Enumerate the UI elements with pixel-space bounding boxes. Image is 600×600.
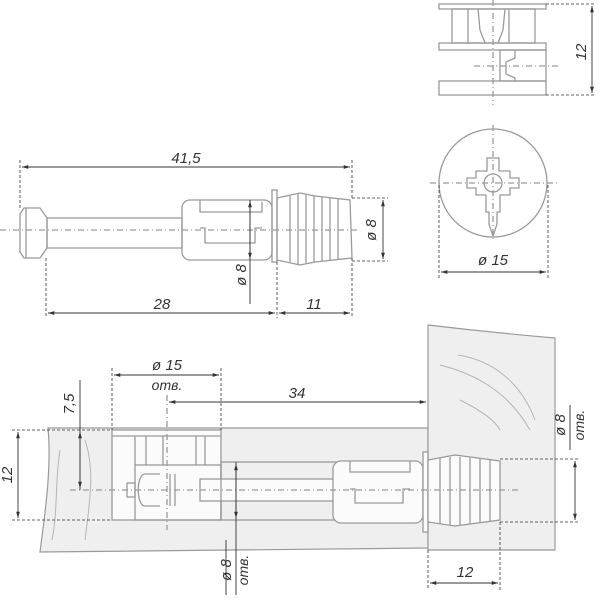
cam-side-view xyxy=(438,0,558,105)
cam-height-dimension: 12 xyxy=(546,3,595,96)
bolt-sleeve-length-label: 11 xyxy=(306,296,322,313)
bolt-hole-diameter-label: ø 8 xyxy=(218,559,235,581)
assembly-dimensions xyxy=(12,368,580,595)
bolt-head-diameter-label: ø 8 xyxy=(233,264,250,286)
distance-34-label: 34 xyxy=(289,385,306,402)
cam-height-label: 12 xyxy=(573,43,590,60)
cam-diameter-dimension: ø 15 xyxy=(438,185,549,280)
bolt-shank-length-label: 28 xyxy=(153,296,171,313)
bolt-sleeve-diameter-label: ø 8 xyxy=(363,219,380,241)
offset-label: 7,5 xyxy=(61,393,78,415)
assembly-connector xyxy=(70,395,520,533)
cam-hole-diameter-label: ø 15 xyxy=(152,357,183,374)
cam-diameter-label: ø 15 xyxy=(478,252,509,269)
sleeve-depth-label: 12 xyxy=(457,564,474,581)
cam-hole-note: отв. xyxy=(152,377,183,393)
bolt-dimensions xyxy=(19,160,388,318)
bolt-total-length-label: 41,5 xyxy=(171,150,201,167)
cam-top-view xyxy=(430,125,560,240)
board-thickness-label: 12 xyxy=(0,466,16,483)
sleeve-hole-note: отв. xyxy=(571,410,587,441)
bolt-hole-note: отв. xyxy=(235,555,251,586)
sleeve-hole-diameter-label: ø 8 xyxy=(552,414,569,436)
bolt-view xyxy=(0,189,360,266)
